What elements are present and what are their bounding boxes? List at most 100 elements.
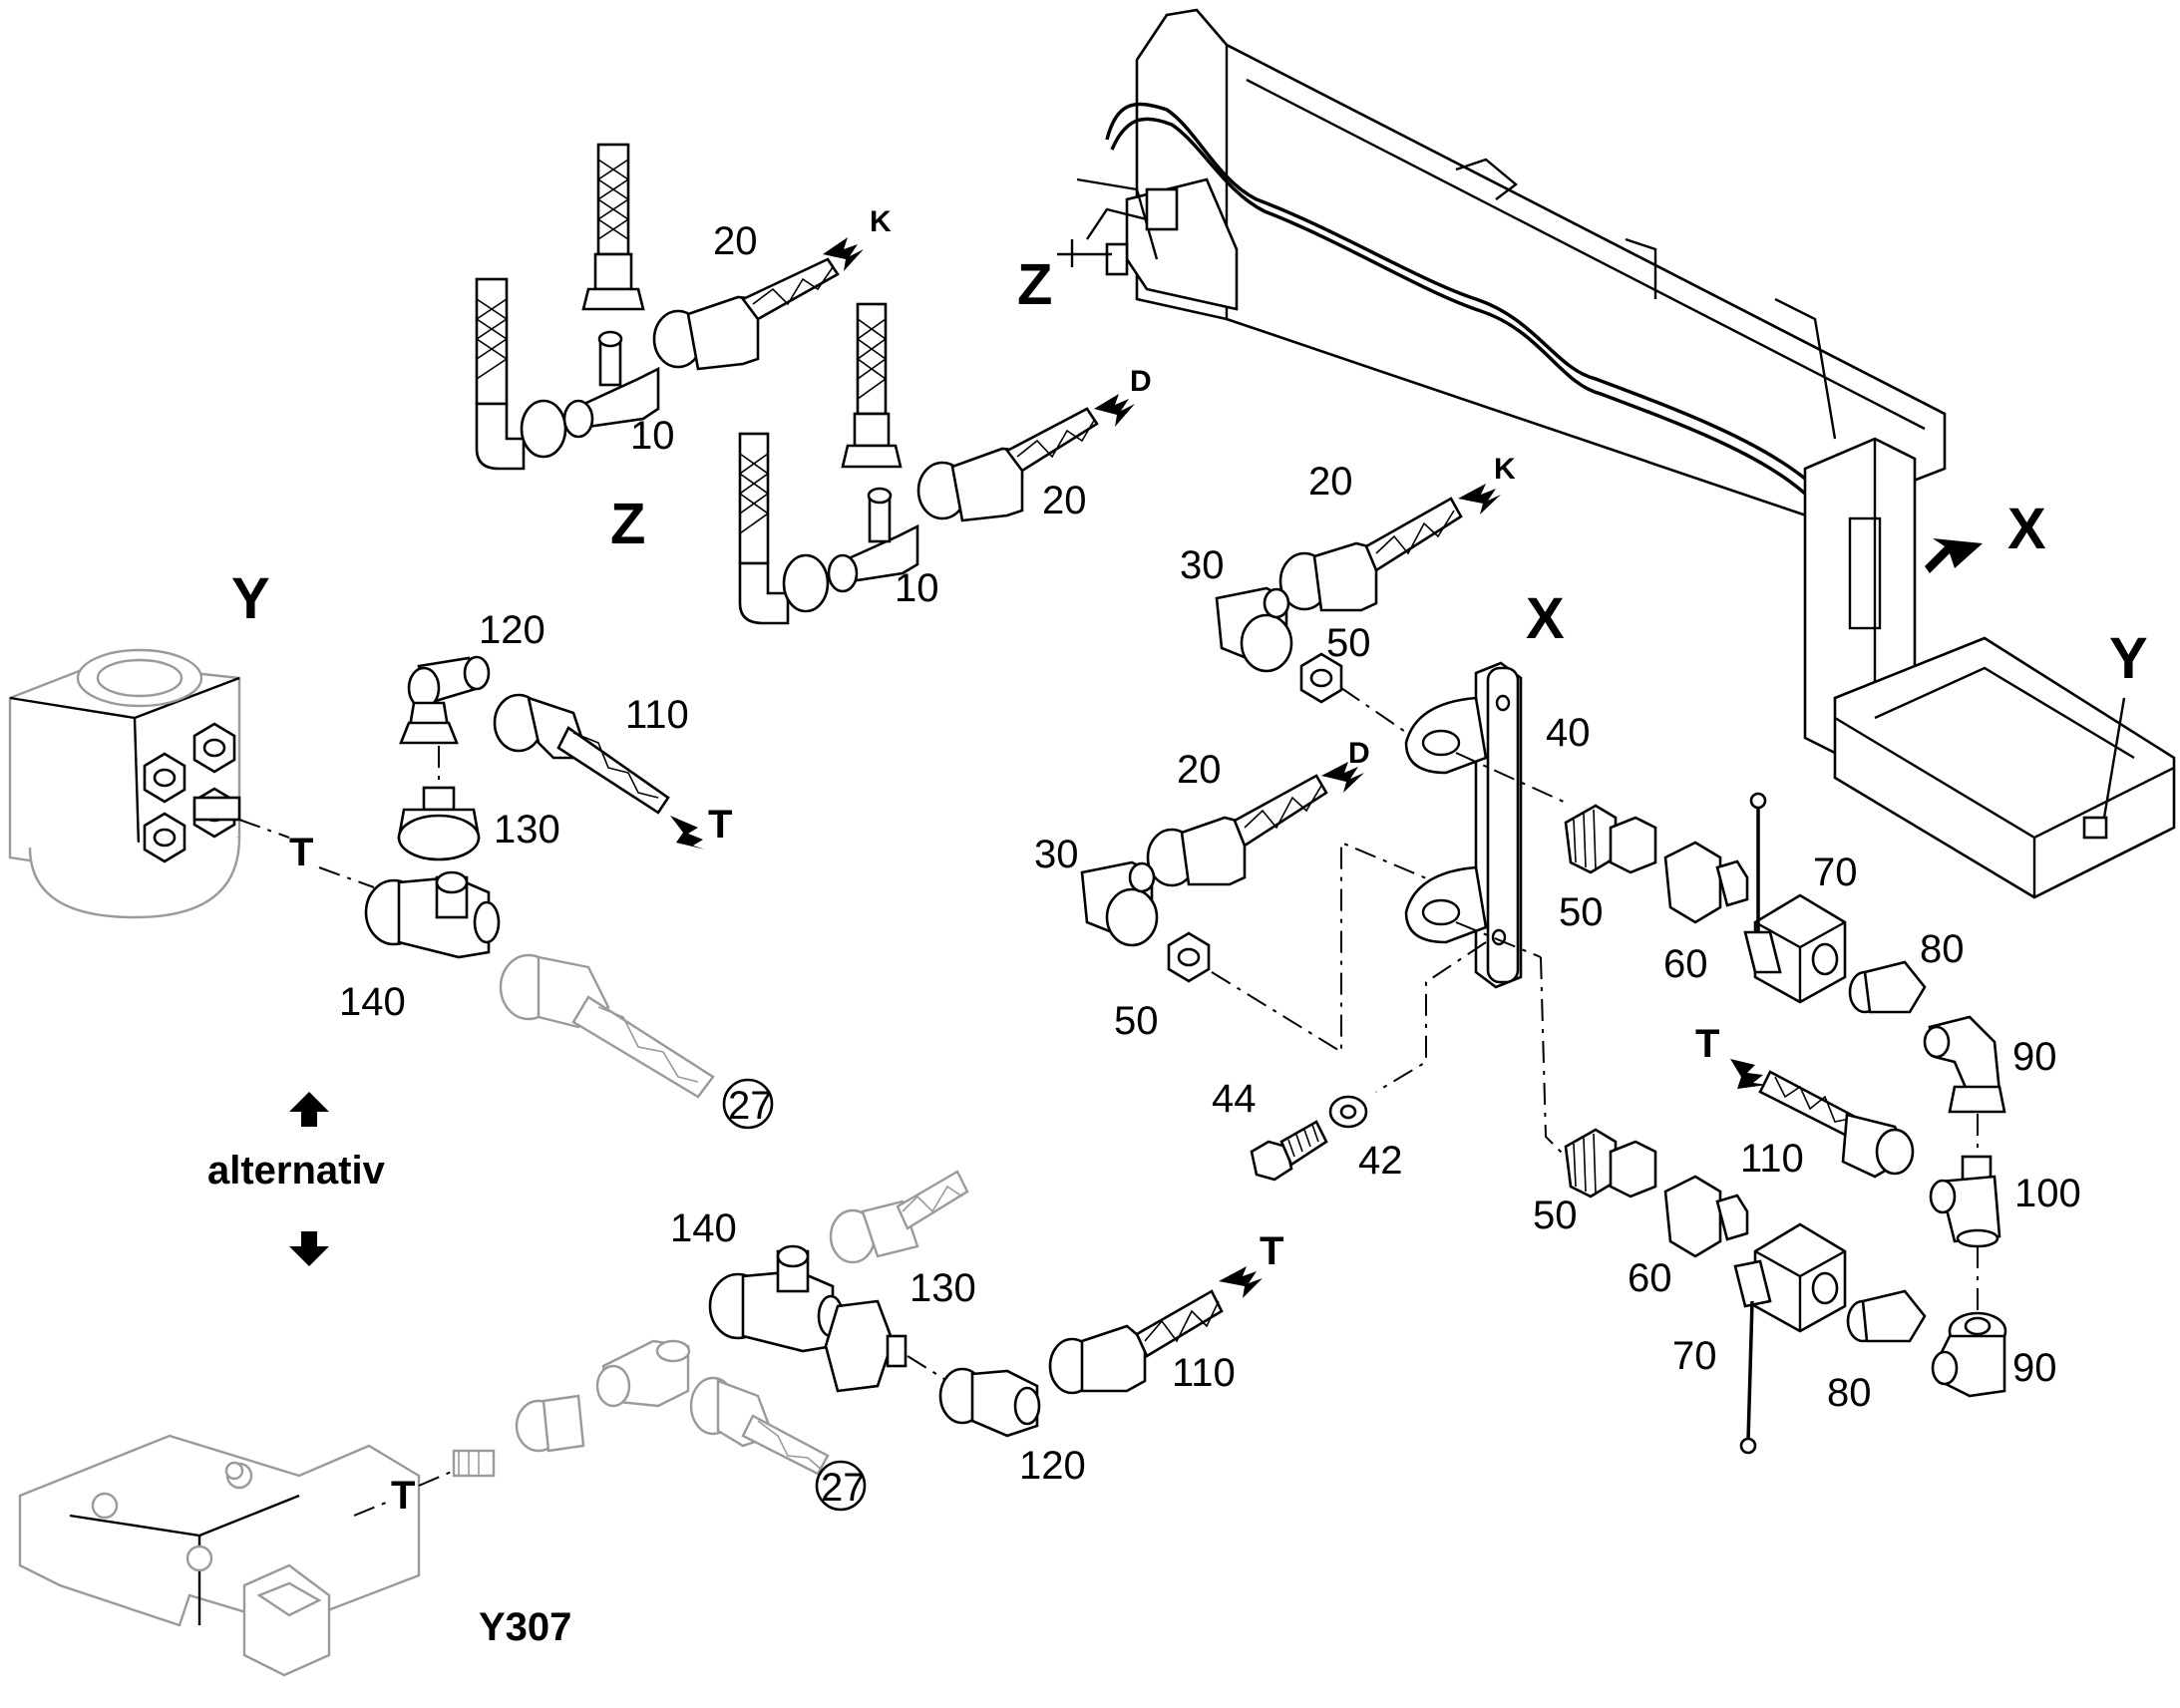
circle-ref-27-lower bbox=[815, 1460, 867, 1512]
label-44: 44 bbox=[1212, 1077, 1257, 1121]
t-arrow-right bbox=[1730, 1059, 1767, 1089]
nut-50-lower-left bbox=[1167, 931, 1211, 983]
label-30-upper: 30 bbox=[1180, 543, 1225, 587]
arrow-down-icon bbox=[289, 1231, 329, 1266]
label-t-y307: T bbox=[391, 1474, 415, 1518]
nipple-50-lower-right bbox=[1564, 1128, 1657, 1198]
label-30-lower: 30 bbox=[1034, 833, 1079, 876]
label-42: 42 bbox=[1358, 1139, 1403, 1183]
boom-assembly bbox=[1057, 8, 2176, 899]
hose-27-upper bbox=[499, 953, 715, 1099]
elbow-90-upper bbox=[1923, 1015, 2006, 1114]
label-50-upper-right: 50 bbox=[1559, 890, 1604, 934]
label-110-lower: 110 bbox=[1172, 1351, 1236, 1395]
label-130-upper: 130 bbox=[494, 808, 560, 852]
y-location-marker bbox=[2082, 816, 2108, 840]
hose-20-k-right bbox=[1278, 497, 1463, 612]
label-t-right: T bbox=[1695, 1022, 1719, 1066]
label-50-lower-left: 50 bbox=[1114, 999, 1159, 1043]
label-70-upper: 70 bbox=[1813, 851, 1858, 894]
label-60-lower: 60 bbox=[1628, 1256, 1672, 1300]
bolt-44 bbox=[1250, 1120, 1328, 1182]
label-80-lower: 80 bbox=[1827, 1371, 1872, 1415]
d-arrow-top bbox=[1094, 394, 1135, 427]
z-detail-lower bbox=[738, 302, 1099, 625]
label-20-k-right: 20 bbox=[1308, 460, 1353, 504]
label-40: 40 bbox=[1546, 711, 1591, 755]
plug-130-upper bbox=[397, 786, 481, 861]
label-70-lower: 70 bbox=[1672, 1334, 1717, 1378]
adapter-60-upper bbox=[1663, 841, 1749, 924]
label-120-upper: 120 bbox=[479, 608, 545, 652]
label-k-top: K bbox=[870, 205, 892, 238]
label-140-lower: 140 bbox=[670, 1206, 737, 1250]
tee-140-upper bbox=[364, 870, 501, 959]
fitting-120-lower bbox=[938, 1367, 1041, 1438]
z-detail-upper bbox=[475, 143, 840, 471]
label-d-top: D bbox=[1130, 365, 1152, 398]
x-direction-arrow bbox=[1925, 538, 1983, 573]
label-80-upper: 80 bbox=[1920, 927, 1965, 971]
washer-42 bbox=[1328, 1095, 1368, 1129]
label-90-lower: 90 bbox=[2012, 1346, 2057, 1390]
label-100: 100 bbox=[2014, 1172, 2081, 1215]
connector-80-lower bbox=[1846, 1289, 1927, 1343]
elbow-30-lower bbox=[1080, 860, 1159, 947]
label-20-top: 20 bbox=[713, 219, 758, 263]
label-20-mid: 20 bbox=[1042, 479, 1087, 522]
hose-110-upper bbox=[493, 693, 670, 815]
label-alternativ: alternativ bbox=[207, 1149, 386, 1193]
label-z-detail: Z bbox=[610, 492, 645, 556]
hose-110-lower bbox=[1048, 1289, 1224, 1395]
valve-block-y307 bbox=[18, 1434, 421, 1677]
ball-valve-70-lower bbox=[1733, 1222, 1847, 1455]
label-x-detail: X bbox=[1526, 586, 1565, 651]
label-50-lower-right: 50 bbox=[1533, 1194, 1578, 1237]
label-d-right: D bbox=[1348, 737, 1370, 770]
label-y307: Y307 bbox=[479, 1605, 571, 1649]
label-20-d-right: 20 bbox=[1177, 748, 1222, 792]
label-27-lower: 27 bbox=[821, 1466, 866, 1510]
fitting-120-upper bbox=[399, 655, 491, 745]
tee-100 bbox=[1929, 1155, 2001, 1248]
label-t-lower: T bbox=[1260, 1229, 1283, 1273]
label-y-detail: Y bbox=[231, 566, 270, 631]
elbow-90-lower bbox=[1931, 1311, 2007, 1398]
label-27-upper: 27 bbox=[728, 1084, 773, 1128]
label-50-upper: 50 bbox=[1326, 621, 1371, 665]
label-t-upper: T bbox=[708, 803, 732, 847]
label-10-mid: 10 bbox=[895, 566, 939, 610]
gray-fittings-lower bbox=[452, 1170, 969, 1478]
t-arrow-upper bbox=[670, 816, 705, 850]
hose-20-d-right bbox=[1146, 774, 1328, 887]
label-60-upper: 60 bbox=[1663, 942, 1708, 986]
label-10-top: 10 bbox=[630, 414, 675, 458]
nipple-50-upper-right bbox=[1564, 804, 1657, 874]
hose-110-right bbox=[1758, 1070, 1915, 1179]
label-t-y: T bbox=[289, 831, 313, 874]
adapter-60-lower bbox=[1663, 1175, 1749, 1258]
connector-80-upper bbox=[1848, 960, 1927, 1014]
plug-130-lower bbox=[824, 1299, 948, 1393]
k-arrow-top bbox=[823, 237, 864, 271]
tee-140-lower bbox=[708, 1244, 845, 1353]
label-140-upper: 140 bbox=[339, 980, 406, 1024]
d-arrow-right bbox=[1321, 762, 1364, 793]
ball-valve-70-upper bbox=[1743, 792, 1847, 1004]
elbow-30-upper bbox=[1215, 586, 1293, 673]
label-130-lower: 130 bbox=[909, 1266, 976, 1310]
steering-unit-y bbox=[8, 648, 241, 919]
label-k-right: K bbox=[1494, 453, 1516, 486]
label-120-lower: 120 bbox=[1019, 1444, 1086, 1488]
label-x-arrow: X bbox=[2007, 497, 2046, 561]
label-z-boom: Z bbox=[1017, 252, 1052, 317]
label-y-boom: Y bbox=[2109, 626, 2148, 691]
label-110-upper: 110 bbox=[625, 693, 689, 737]
circle-ref-27-upper bbox=[722, 1078, 774, 1130]
k-arrow-right bbox=[1458, 484, 1501, 514]
label-110-right: 110 bbox=[1740, 1137, 1804, 1181]
arrow-up-icon bbox=[289, 1092, 329, 1127]
bracket-40 bbox=[1404, 661, 1523, 989]
t-arrow-lower bbox=[1219, 1266, 1263, 1298]
